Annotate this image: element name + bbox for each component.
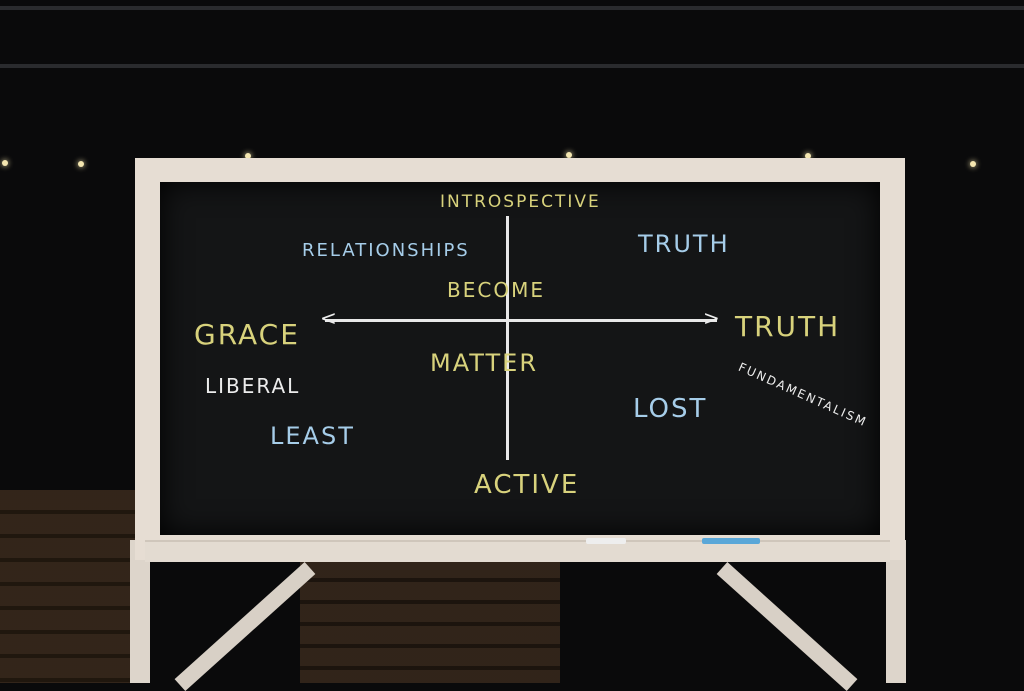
chalkboard (160, 182, 880, 535)
marker (586, 538, 626, 544)
stage-light (2, 160, 8, 166)
wood-wall (0, 490, 140, 683)
stage-light (805, 153, 811, 159)
easel-brace-right (716, 562, 858, 691)
label-lost: LOST (633, 394, 708, 424)
vertical-axis-arrow (506, 216, 509, 460)
ceiling-truss (0, 64, 1024, 68)
stage-light (78, 161, 84, 167)
horizontal-axis-arrow (325, 319, 717, 322)
stage-light (566, 152, 572, 158)
stage-light (970, 161, 976, 167)
label-grace: GRACE (194, 318, 300, 351)
easel-leg-right (886, 540, 906, 683)
marker (702, 538, 760, 544)
easel-leg-left (130, 540, 150, 683)
label-matter: MATTER (430, 349, 538, 377)
wood-wall (300, 560, 560, 683)
arrow-right-head: > (703, 306, 720, 330)
label-become: BECOME (447, 278, 545, 302)
easel-brace-left (174, 562, 316, 691)
ceiling-truss (0, 6, 1024, 10)
chalk-ledge (145, 540, 890, 562)
label-active: ACTIVE (474, 470, 580, 500)
label-truth-right: TRUTH (735, 310, 841, 343)
label-introspective: INTROSPECTIVE (440, 192, 601, 212)
label-least: LEAST (270, 422, 355, 450)
label-relationships: RELATIONSHIPS (302, 240, 470, 261)
label-truth-top: TRUTH (638, 230, 730, 258)
label-liberal: LIBERAL (205, 374, 301, 398)
stage-light (245, 153, 251, 159)
arrow-left-head: < (320, 306, 337, 330)
